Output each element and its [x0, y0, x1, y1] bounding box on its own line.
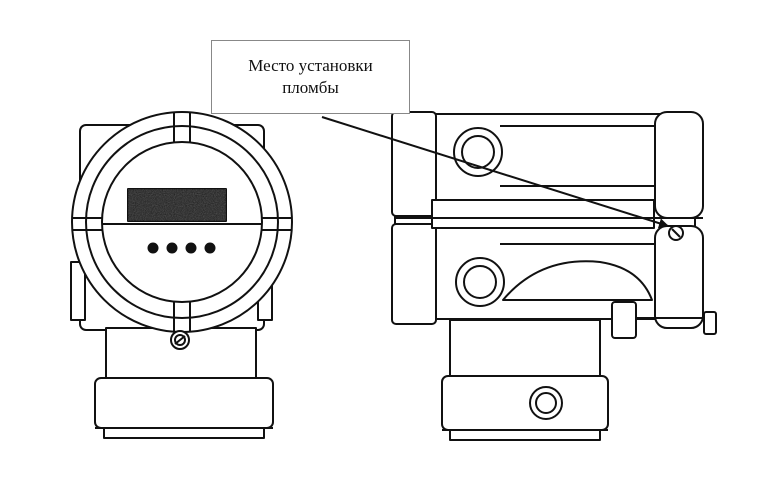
leader-arrow — [321, 116, 669, 229]
ground-screw-icon — [611, 301, 637, 339]
side-middle-band — [431, 199, 655, 229]
side-end-cap-lower — [654, 225, 704, 329]
keypad-button — [166, 242, 178, 254]
seal-location-callout: Место установки пломбы — [211, 40, 410, 114]
keypad-button — [185, 242, 197, 254]
side-view — [391, 111, 717, 441]
sensor-dome — [502, 260, 653, 301]
front-view — [70, 111, 293, 439]
side-left-flange-lower — [391, 223, 437, 325]
side-base-bottom — [449, 429, 601, 441]
side-left-flange — [391, 111, 437, 217]
side-neck — [449, 319, 601, 379]
side-base — [441, 375, 609, 431]
side-end-cap-upper — [654, 111, 704, 219]
front-side-boss-left — [70, 261, 86, 321]
keypad-button — [204, 242, 216, 254]
front-base-bottom — [103, 427, 265, 439]
keypad-button — [147, 242, 159, 254]
callout-line-1: Место установки — [248, 56, 373, 75]
front-base — [94, 377, 274, 429]
callout-line-2: пломбы — [282, 78, 339, 97]
